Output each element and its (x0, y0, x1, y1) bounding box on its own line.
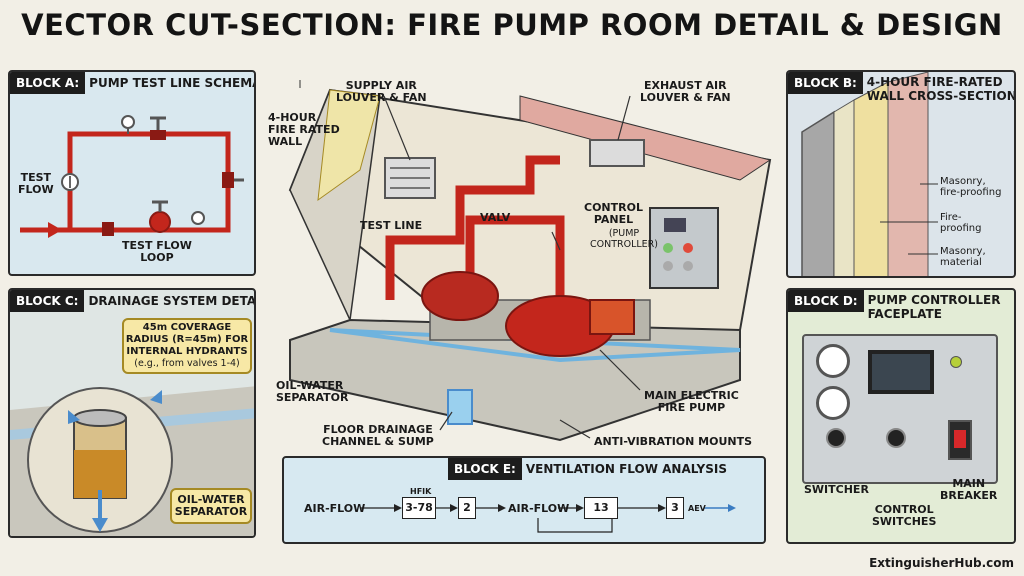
block-d-tag: BLOCK D: (788, 290, 864, 312)
pressure-gauge-2 (816, 386, 850, 420)
block-e-tag: BLOCK E: (448, 458, 522, 480)
separator-callout: OIL-WATER SEPARATOR (170, 488, 252, 524)
block-d-panel: BLOCK D: PUMP CONTROLLER FACEPLATE SWITC… (786, 288, 1016, 544)
block-c-panel: BLOCK C: DRAINAGE SYSTEM DETAIL 45m COVE… (8, 288, 256, 538)
room-floor (289, 318, 741, 442)
switcher-label: SWITCHER (804, 483, 869, 496)
floor-drainage-label: FLOOR DRAINAGE CHANNEL & SUMP (322, 423, 434, 448)
flow-box-1: 3-78 (402, 497, 436, 519)
oil-water-separator-label: OIL-WATER SEPARATOR (276, 379, 349, 404)
test-flow-label: TEST FLOW (18, 171, 54, 196)
control-panel-label: CONTROL PANEL (584, 201, 643, 226)
control-panel-box (649, 207, 719, 289)
block-a-title: PUMP TEST LINE SCHEMATIC (89, 76, 254, 90)
block-c-title: DRAINAGE SYSTEM DETAIL (88, 294, 256, 308)
controller-display (868, 350, 934, 394)
supply-air-label: SUPPLY AIR LOUVER & FAN (336, 79, 427, 104)
block-c-tag: BLOCK C: (10, 290, 85, 312)
exhaust-air-label: EXHAUST AIR LOUVER & FAN (640, 79, 731, 104)
sump-pit (447, 389, 473, 425)
masonry-inner (887, 72, 929, 276)
controller-faceplate (802, 334, 998, 484)
test-line-schematic (20, 115, 244, 238)
pump-base (429, 299, 651, 341)
wall-label-masonry-fireproofing: Masonry, fire-proofing (940, 176, 1002, 198)
bottom-valve (149, 211, 171, 233)
drainage-detail-drawing (10, 386, 254, 536)
anti-vibration-label: ANTI-VIBRATION MOUNTS (594, 435, 753, 448)
right-wall-top (519, 95, 772, 181)
switcher-knob[interactable] (826, 428, 846, 448)
floor-drain-channel (329, 328, 741, 363)
flow-box-2: 2 (458, 497, 476, 519)
outflow-arrow (92, 518, 108, 532)
fire-proofing-layer (833, 99, 855, 276)
masonry-outer (801, 110, 835, 276)
airflow-label-1: AIR-FLOW (304, 502, 366, 515)
top-gauge (121, 115, 135, 129)
bottom-gauge (191, 211, 205, 225)
supply-louver (384, 157, 436, 199)
block-b-tag: BLOCK B: (788, 72, 863, 94)
wall-section-drawing (801, 72, 938, 276)
airflow-label-2: AIR-FLOW (508, 502, 570, 515)
fire-rated-wall-label: 4-HOUR FIRE RATED WALL (268, 111, 340, 148)
main-pump-label: MAIN ELECTRIC FIRE PUMP (644, 389, 739, 414)
page-title: VECTOR CUT-SECTION: FIRE PUMP ROOM DETAI… (21, 8, 1003, 42)
insulation-layer (853, 81, 889, 276)
control-switch-knob[interactable] (886, 428, 906, 448)
block-e-panel: BLOCK E: VENTILATION FLOW ANALYSIS AIR-F… (282, 456, 766, 544)
main-breaker-label: MAIN BREAKER (940, 477, 998, 502)
coverage-callout: 45m COVERAGE RADIUS (R=45m) FOR INTERNAL… (122, 318, 252, 374)
block-e-title: VENTILATION FLOW ANALYSIS (525, 462, 727, 476)
block-b-title: 4-HOUR FIRE-RATED WALL CROSS-SECTION (866, 75, 1016, 103)
block-a-tag: BLOCK A: (10, 72, 86, 94)
top-valve (150, 130, 166, 140)
wall-label-masonry-material: Masonry, material (940, 246, 986, 268)
coverage-callout-text: 45m COVERAGE RADIUS (R=45m) FOR INTERNAL… (125, 322, 249, 357)
ventilation-flow-arrows (360, 504, 736, 533)
flow-box-4: 3 (666, 497, 684, 519)
valve-label: VALV (480, 211, 511, 224)
exhaust-louver (589, 139, 645, 167)
control-switches-label: CONTROL SWITCHES (872, 503, 937, 528)
test-line-label: TEST LINE (360, 219, 423, 232)
pump-controller-label: (PUMP CONTROLLER) (590, 228, 658, 250)
brand-watermark: ExtinguisherHub.com (869, 556, 1014, 570)
pressure-gauge-1 (816, 344, 850, 378)
main-electric-pump (505, 295, 615, 357)
jockey-pump (421, 271, 499, 321)
flow-small-top: HFIK (410, 487, 432, 496)
wall-label-fireproofing: Fire- proofing (940, 212, 982, 234)
block-a-panel: BLOCK A: PUMP TEST LINE SCHEMATIC TEST F… (8, 70, 256, 276)
discharge-pipe (465, 215, 565, 300)
flow-small-end: AEV (688, 504, 706, 513)
test-flow-loop-label: TEST FLOW LOOP (122, 239, 192, 264)
separator-label: OIL-WATER SEPARATOR (174, 493, 248, 518)
green-indicator (950, 356, 962, 368)
inlet-arrow (48, 222, 62, 238)
main-breaker-switch[interactable] (948, 420, 972, 460)
flow-box-3: 13 (584, 497, 618, 519)
block-b-panel: BLOCK B: 4-HOUR FIRE-RATED WALL CROSS-SE… (786, 70, 1016, 278)
block-d-title: PUMP CONTROLLER FACEPLATE (867, 293, 1001, 321)
side-valve (222, 172, 234, 188)
coverage-callout-note: (e.g., from valves 1-4) (134, 358, 240, 369)
